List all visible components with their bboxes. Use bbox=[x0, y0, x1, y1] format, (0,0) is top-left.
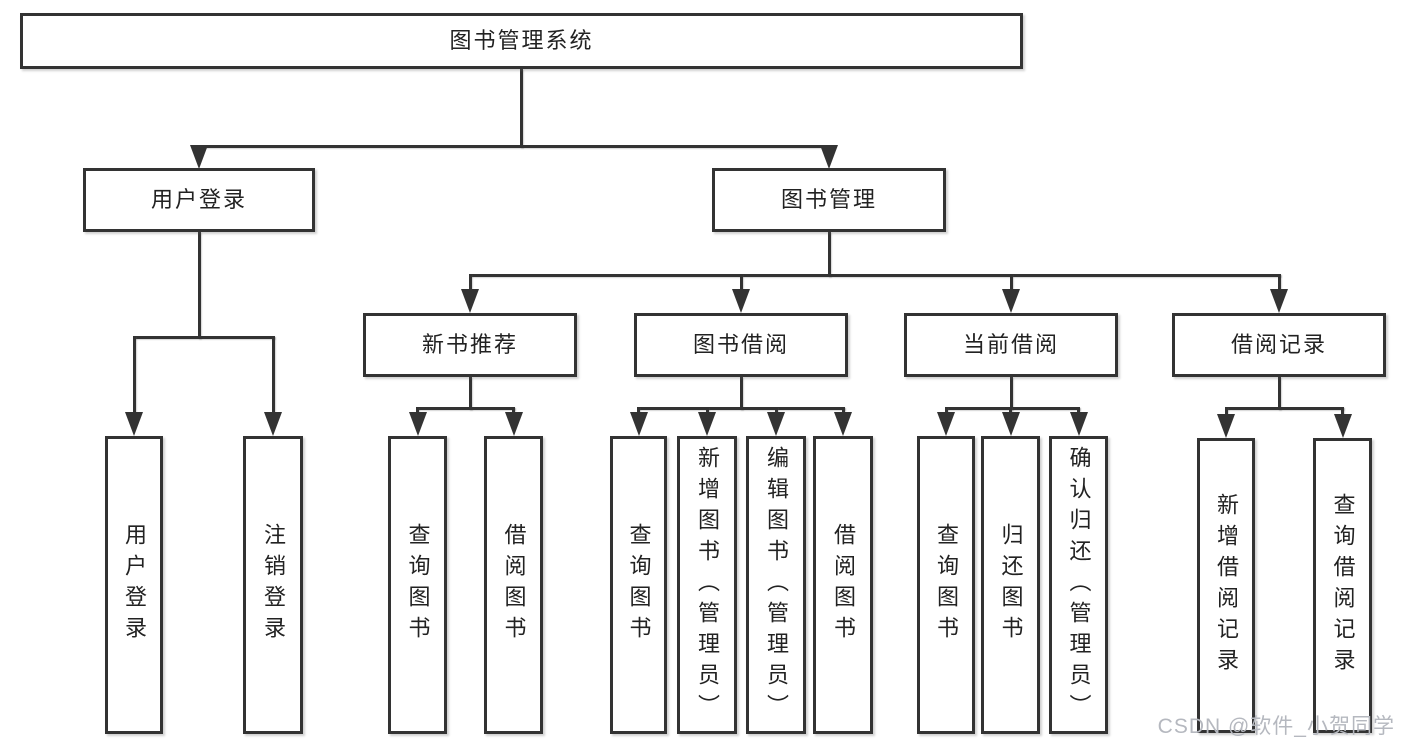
connector-drop-bb-add-book-admin bbox=[705, 407, 709, 413]
node-label-br-query-record: 查询借阅记录 bbox=[1330, 492, 1356, 679]
node-leaf-user-login: 用户登录 bbox=[105, 436, 163, 734]
arrowhead-down-icon-current-borrow bbox=[1002, 289, 1020, 313]
node-label-bb-query-book: 查询图书 bbox=[626, 523, 652, 647]
node-label-book-mgmt: 图书管理 bbox=[780, 186, 877, 212]
connector-drop-current-borrow bbox=[1009, 274, 1013, 290]
node-bb-borrow-book: 借阅图书 bbox=[813, 436, 873, 734]
connector-drop-borrow-record bbox=[1277, 274, 1281, 290]
node-bb-query-book: 查询图书 bbox=[610, 436, 667, 734]
node-br-query-record: 查询借阅记录 bbox=[1313, 438, 1372, 733]
node-br-add-record: 新增借阅记录 bbox=[1197, 438, 1255, 733]
connector-drop-leaf-user-login bbox=[132, 336, 136, 413]
node-cb-query-book: 查询图书 bbox=[917, 436, 975, 734]
arrowhead-down-icon-bb-query-book bbox=[629, 412, 648, 436]
connector-drop-cb-query-book bbox=[944, 407, 948, 413]
connector-stem-new-book-rec bbox=[468, 377, 472, 410]
node-nbr-query-book: 查询图书 bbox=[388, 436, 447, 734]
connector-rail-root bbox=[197, 145, 831, 148]
node-label-new-book-rec: 新书推荐 bbox=[421, 331, 518, 357]
watermark: CSDN @软件_小贺同学 bbox=[1157, 715, 1395, 738]
connector-drop-nbr-borrow-book bbox=[512, 407, 515, 413]
connector-rail-user-login bbox=[132, 336, 275, 339]
node-label-br-add-record: 新增借阅记录 bbox=[1214, 492, 1239, 679]
node-label-current-borrow: 当前借阅 bbox=[962, 331, 1059, 357]
arrowhead-down-icon-br-add-record bbox=[1217, 414, 1235, 438]
arrowhead-down-icon-user-login bbox=[190, 145, 208, 169]
connector-stem-book-borrow bbox=[739, 377, 743, 410]
node-nbr-borrow-book: 借阅图书 bbox=[484, 436, 543, 734]
connector-rail-new-book-rec bbox=[416, 407, 515, 410]
node-label-borrow-record: 借阅记录 bbox=[1230, 331, 1327, 357]
connector-stem-user-login bbox=[197, 232, 201, 339]
node-label-nbr-borrow-book: 借阅图书 bbox=[501, 523, 527, 647]
arrowhead-down-icon-cb-return-book bbox=[1001, 412, 1020, 436]
arrowhead-down-icon-bb-edit-book-admin bbox=[767, 412, 785, 436]
node-book-borrow: 图书借阅 bbox=[634, 313, 848, 377]
node-label-user-login: 用户登录 bbox=[150, 186, 247, 212]
arrowhead-down-icon-br-query-record bbox=[1333, 414, 1352, 438]
node-current-borrow: 当前借阅 bbox=[904, 313, 1118, 377]
connector-rail-borrow-record bbox=[1224, 407, 1344, 410]
arrowhead-down-icon-nbr-borrow-book bbox=[504, 412, 523, 436]
node-new-book-rec: 新书推荐 bbox=[363, 313, 577, 377]
connector-drop-cb-confirm-return-admin bbox=[1077, 407, 1080, 413]
connector-drop-br-add-record bbox=[1224, 407, 1228, 415]
arrowhead-down-icon-nbr-query-book bbox=[408, 412, 427, 436]
arrowhead-down-icon-cb-confirm-return-admin bbox=[1069, 412, 1088, 436]
node-label-cb-confirm-return-admin: 确认归还（管理员） bbox=[1066, 445, 1092, 725]
node-label-bb-edit-book-admin: 编辑图书（管理员） bbox=[764, 445, 789, 725]
connector-stem-root bbox=[520, 69, 523, 148]
connector-drop-bb-edit-book-admin bbox=[774, 407, 778, 413]
node-label-cb-return-book: 归还图书 bbox=[998, 523, 1024, 647]
node-root: 图书管理系统 bbox=[20, 13, 1023, 69]
arrowhead-down-icon-leaf-user-login bbox=[125, 412, 143, 436]
node-bb-edit-book-admin: 编辑图书（管理员） bbox=[746, 436, 806, 734]
node-cb-confirm-return-admin: 确认归还（管理员） bbox=[1049, 436, 1108, 734]
arrowhead-down-icon-bb-borrow-book bbox=[834, 412, 852, 436]
node-borrow-record: 借阅记录 bbox=[1172, 313, 1386, 377]
arrowhead-down-icon-book-borrow bbox=[732, 289, 750, 313]
connector-drop-cb-return-book bbox=[1009, 407, 1012, 413]
connector-drop-new-book-rec bbox=[468, 274, 472, 290]
node-label-cb-query-book: 查询图书 bbox=[934, 523, 959, 647]
connector-rail-current-borrow bbox=[944, 407, 1080, 410]
connector-drop-nbr-query-book bbox=[416, 407, 419, 413]
node-label-bb-add-book-admin: 新增图书（管理员） bbox=[695, 445, 720, 725]
connector-rail-book-mgmt bbox=[468, 274, 1281, 277]
connector-rail-book-borrow bbox=[637, 407, 845, 410]
arrowhead-down-icon-borrow-record bbox=[1270, 289, 1288, 313]
node-label-nbr-query-book: 查询图书 bbox=[405, 523, 431, 647]
node-label-book-borrow: 图书借阅 bbox=[692, 331, 789, 357]
arrowhead-down-icon-bb-add-book-admin bbox=[698, 412, 716, 436]
arrowhead-down-icon-cb-query-book bbox=[937, 412, 955, 436]
node-label-leaf-logout: 注销登录 bbox=[261, 523, 286, 647]
arrowhead-down-icon-book-mgmt bbox=[820, 145, 838, 169]
connector-drop-br-query-record bbox=[1341, 407, 1344, 415]
connector-stem-current-borrow bbox=[1009, 377, 1013, 410]
connector-drop-bb-query-book bbox=[637, 407, 640, 413]
node-user-login: 用户登录 bbox=[83, 168, 315, 232]
connector-drop-bb-borrow-book bbox=[841, 407, 845, 413]
arrowhead-down-icon-new-book-rec bbox=[461, 289, 479, 313]
connector-drop-leaf-logout bbox=[271, 336, 275, 413]
node-bb-add-book-admin: 新增图书（管理员） bbox=[677, 436, 737, 734]
node-label-leaf-user-login: 用户登录 bbox=[122, 523, 147, 647]
node-label-root: 图书管理系统 bbox=[449, 27, 594, 53]
node-label-bb-borrow-book: 借阅图书 bbox=[831, 523, 856, 647]
connector-stem-borrow-record bbox=[1277, 377, 1281, 410]
connector-drop-book-borrow bbox=[739, 274, 743, 290]
connector-stem-book-mgmt bbox=[827, 232, 831, 277]
node-leaf-logout: 注销登录 bbox=[243, 436, 303, 734]
node-book-mgmt: 图书管理 bbox=[712, 168, 946, 232]
arrowhead-down-icon-leaf-logout bbox=[264, 412, 282, 436]
node-cb-return-book: 归还图书 bbox=[981, 436, 1040, 734]
